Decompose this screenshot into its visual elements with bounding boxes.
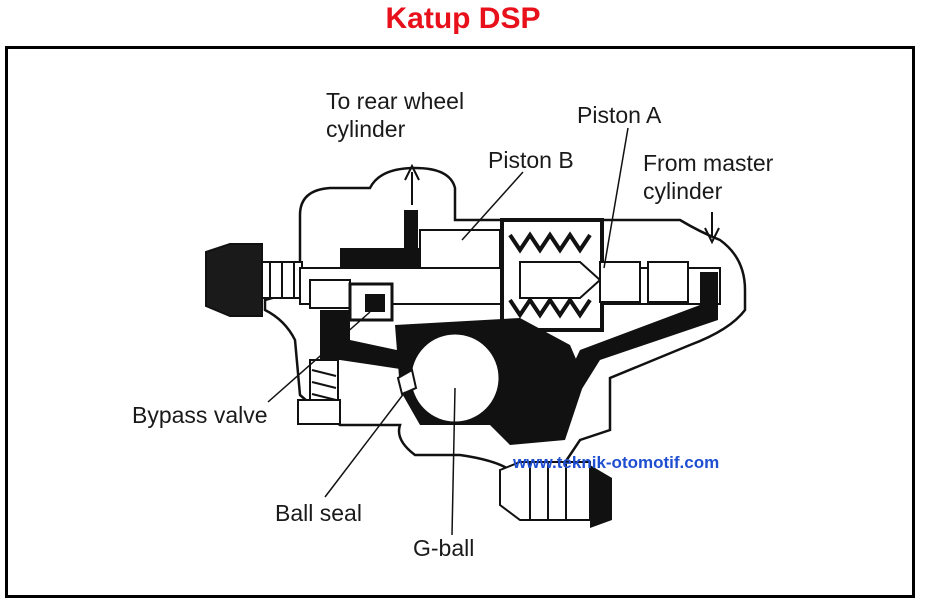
label-to-rear-wheel-line2: cylinder bbox=[326, 116, 406, 142]
label-to-rear-wheel-line1: To rear wheel bbox=[326, 88, 465, 114]
right-seal bbox=[647, 261, 689, 303]
watermark-link[interactable]: www.teknik-otomotif.com bbox=[513, 453, 720, 472]
upper-passage bbox=[340, 248, 420, 268]
rear-outlet-arrow bbox=[404, 163, 420, 205]
label-piston-a: Piston A bbox=[577, 102, 662, 128]
left-seal bbox=[309, 279, 351, 309]
lower-left-passage bbox=[320, 310, 420, 372]
valve-body-outline bbox=[263, 166, 747, 472]
master-inlet-arrow bbox=[704, 212, 720, 245]
piston-a bbox=[519, 261, 602, 299]
label-from-master-line2: cylinder bbox=[643, 178, 723, 204]
left-fitting-nut bbox=[205, 243, 263, 317]
left-bleed-screw-head bbox=[297, 399, 341, 425]
spring-coil bbox=[508, 231, 592, 254]
screw-thread bbox=[311, 393, 337, 401]
label-from-master-line1: From master bbox=[643, 150, 774, 176]
leader-g-ball bbox=[451, 387, 456, 536]
leader-piston-a bbox=[603, 127, 629, 269]
page-title: Katup DSP bbox=[385, 2, 541, 35]
bottom-plug-nut bbox=[590, 465, 612, 528]
leader-bypass-valve bbox=[267, 311, 371, 403]
screw-thread bbox=[311, 381, 337, 389]
screw-thread bbox=[311, 369, 337, 377]
bypass-valve-stem bbox=[365, 294, 385, 312]
diagram-frame bbox=[5, 46, 915, 598]
spring-coil bbox=[508, 296, 592, 319]
piston-a-rod bbox=[599, 261, 641, 303]
label-ball-seal: Ball seal bbox=[275, 500, 362, 526]
right-passage bbox=[560, 272, 718, 392]
leader-ball-seal bbox=[324, 391, 406, 498]
label-g-ball: G-ball bbox=[413, 535, 475, 561]
ball-seal bbox=[396, 368, 418, 396]
label-bypass-valve: Bypass valve bbox=[132, 402, 268, 428]
piston-b bbox=[419, 229, 501, 269]
label-piston-b: Piston B bbox=[488, 147, 574, 173]
leader-piston-b bbox=[461, 171, 524, 241]
rear-outlet-passage bbox=[404, 210, 418, 260]
